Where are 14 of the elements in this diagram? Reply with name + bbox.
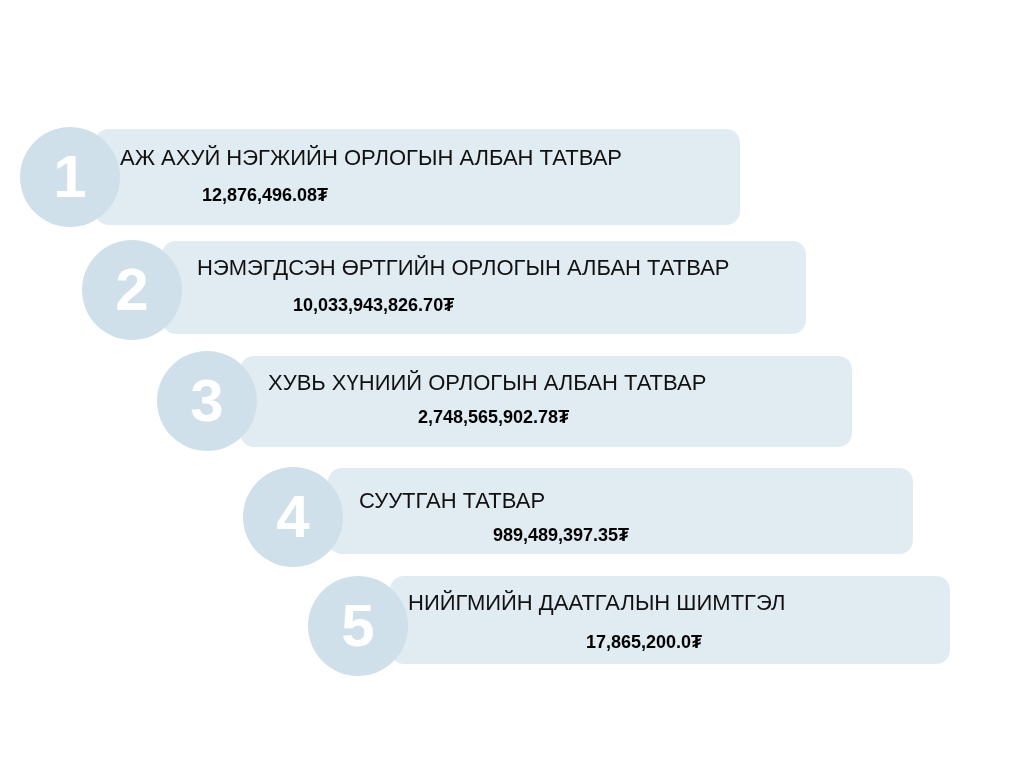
amount-value: 17,865,200.0₮ xyxy=(586,631,703,653)
tax-card xyxy=(328,468,913,554)
tax-card xyxy=(240,356,852,447)
amount-value: 12,876,496.08₮ xyxy=(202,184,329,206)
tax-card xyxy=(390,576,950,664)
amount-value: 10,033,943,826.70₮ xyxy=(293,294,455,316)
tax-card xyxy=(162,241,806,334)
tax-title: АЖ АХУЙ НЭГЖИЙН ОРЛОГЫН АЛБАН ТАТВАР xyxy=(120,145,622,171)
tax-title: ХУВЬ ХҮНИИЙ ОРЛОГЫН АЛБАН ТАТВАР xyxy=(268,370,707,396)
amount-value: 989,489,397.35₮ xyxy=(493,524,630,546)
tax-title: СУУТГАН ТАТВАР xyxy=(359,488,546,514)
tax-title: НИЙГМИЙН ДААТГАЛЫН ШИМТГЭЛ xyxy=(408,590,786,616)
amount-value: 2,748,565,902.78₮ xyxy=(418,406,570,428)
tax-title: НЭМЭГДСЭН ӨРТГИЙН ОРЛОГЫН АЛБАН ТАТВАР xyxy=(197,255,730,281)
